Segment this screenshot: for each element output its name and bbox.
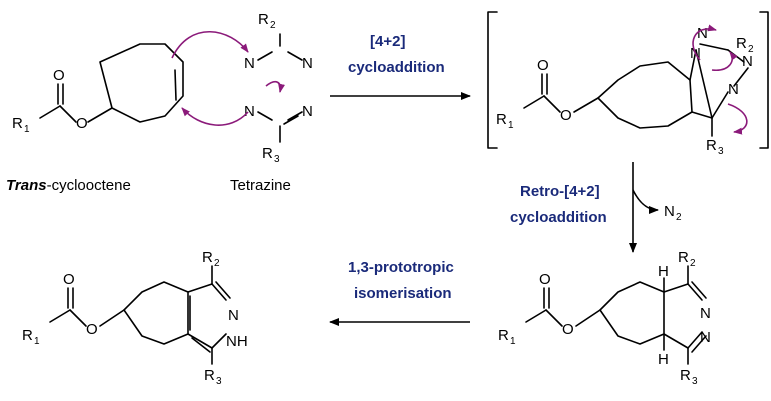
p2-r1-sub: 1 <box>34 336 40 347</box>
curly-arrow-3 <box>181 107 249 126</box>
step1-label-line2: cycloaddition <box>348 59 445 76</box>
int-n1: N <box>697 25 708 42</box>
trans-cyclooctene-structure <box>39 43 184 123</box>
p1-r2-label: R <box>678 249 689 266</box>
r1-subscript: 1 <box>24 124 30 135</box>
p1-r2-sub: 2 <box>690 258 696 269</box>
p1-ester-oxygen: O <box>562 321 574 338</box>
tetrazine-n2: N <box>302 55 313 72</box>
p2-r3-label: R <box>204 367 215 384</box>
tco-caption-italic: Trans <box>6 177 47 194</box>
tco-caption-rest: -cyclooctene <box>47 177 131 194</box>
step3-label-line2: isomerisation <box>354 285 452 302</box>
int-r2-sub: 2 <box>748 44 754 55</box>
p1-r3-label: R <box>680 367 691 384</box>
ester-oxygen-label: O <box>76 115 88 132</box>
int-r1-label: R <box>496 111 507 128</box>
step3-label-line1: 1,3-prototropic <box>348 259 454 276</box>
int-n4: N <box>728 81 739 98</box>
curly-arrow-1 <box>171 31 249 59</box>
r2-sub-tetrazine: 2 <box>270 20 276 31</box>
int-ester-oxygen: O <box>560 107 572 124</box>
int-r3-label: R <box>706 137 717 154</box>
p2-nh: NH <box>226 333 248 350</box>
tetrazine-n3: N <box>244 103 255 120</box>
n2-release-arrow <box>632 189 659 214</box>
curly-arrow-4 <box>692 24 717 61</box>
step2-label-line1: Retro-[4+2] <box>520 183 600 200</box>
n2-label: N <box>664 203 675 220</box>
curly-arrow-2 <box>265 80 285 93</box>
int-r1-sub: 1 <box>508 120 514 131</box>
p1-r1-label: R <box>498 327 509 344</box>
int-carbonyl-oxygen: O <box>537 57 549 74</box>
p2-ester-oxygen: O <box>86 321 98 338</box>
right-bracket <box>759 11 769 149</box>
tetrazine-caption: Tetrazine <box>230 177 291 194</box>
n2-subscript: 2 <box>676 212 682 223</box>
p2-r3-sub: 3 <box>216 376 222 387</box>
r2-label-tetrazine: R <box>258 11 269 28</box>
tco-caption: Trans-cyclooctene <box>6 177 131 194</box>
p2-n1: N <box>228 307 239 324</box>
p1-h-top: H <box>658 263 669 280</box>
dihydropyridazine-structure <box>525 265 707 365</box>
pyridazine-product-structure <box>49 265 231 365</box>
p2-r1-label: R <box>22 327 33 344</box>
bicyclic-intermediate-structure <box>523 43 749 137</box>
r3-sub-tetrazine: 3 <box>274 154 280 165</box>
curly-arrow-6 <box>727 103 748 135</box>
step2-label-line2: cycloaddition <box>510 209 607 226</box>
p2-r2-label: R <box>202 249 213 266</box>
int-n3: N <box>742 53 753 70</box>
p1-r3-sub: 3 <box>692 376 698 387</box>
r1-label: R <box>12 115 23 132</box>
left-bracket <box>487 11 498 149</box>
p1-r1-sub: 1 <box>510 336 516 347</box>
p1-h-bottom: H <box>658 351 669 368</box>
p1-carbonyl-oxygen: O <box>539 271 551 288</box>
int-r3-sub: 3 <box>718 146 724 157</box>
r3-label-tetrazine: R <box>262 145 273 162</box>
p1-n1: N <box>700 305 711 322</box>
tetrazine-n1: N <box>244 55 255 72</box>
curly-arrow-5 <box>711 51 738 71</box>
p1-n2: N <box>700 329 711 346</box>
tetrazine-n4: N <box>302 103 313 120</box>
p2-carbonyl-oxygen: O <box>63 271 75 288</box>
p2-r2-sub: 2 <box>214 258 220 269</box>
step1-label-line1: [4+2] <box>370 33 405 50</box>
carbonyl-oxygen-label: O <box>53 67 65 84</box>
tetrazine-structure <box>257 33 303 143</box>
int-r2-label: R <box>736 35 747 52</box>
